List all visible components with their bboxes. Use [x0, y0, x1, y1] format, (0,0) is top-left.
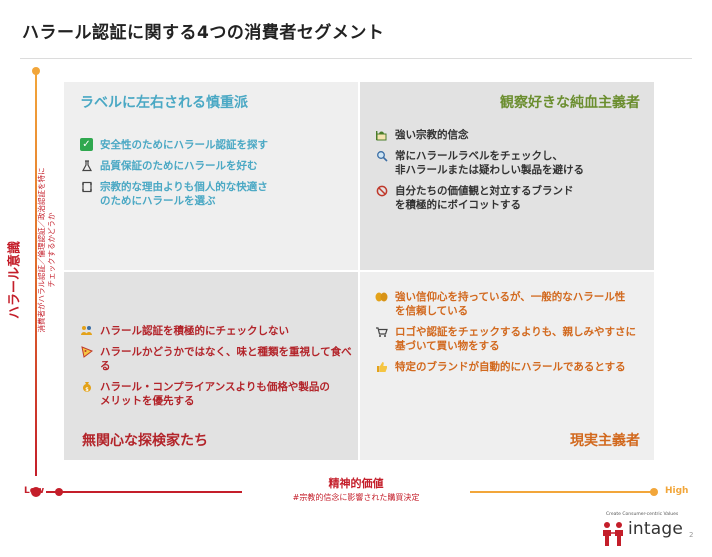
- x-axis-low-dot: [55, 488, 63, 496]
- list-item: ✓ 安全性のためにハラール認証を探す: [80, 138, 268, 152]
- list-item: 特定のブランドが自動的にハラールであるとする: [375, 360, 636, 374]
- x-axis-sublabel: #宗教的信念に影響された購買決定: [292, 493, 420, 502]
- coin-bag-icon: $: [80, 380, 93, 393]
- intage-logo-icon: [600, 520, 626, 548]
- mosque-icon: [375, 128, 388, 141]
- list-item: ハラール認証を積極的にチェックしない: [80, 324, 358, 338]
- x-axis-high-dot: [650, 488, 658, 496]
- prohibited-icon: [375, 184, 388, 197]
- item-text: ハラールかどうかではなく、味と種類を重視して食べる: [100, 346, 352, 372]
- y-axis-high-dot: [32, 67, 40, 75]
- quadrant-label-purist: 観察好きな純血主義者 強い宗教的信念 常にハラールラベルをチェックし、 非ハラー…: [360, 82, 654, 270]
- logo-text: intage: [628, 519, 684, 539]
- item-text: 自分たちの価値観と対立するブランド を積極的にボイコットする: [395, 185, 574, 211]
- list-item: ハラールかどうかではなく、味と種類を重視して食べる: [80, 345, 358, 373]
- y-axis-label: ハラール意識: [7, 240, 23, 320]
- list-item: 強い信仰心を持っているが、一般的なハラール性 を信頼している: [375, 290, 636, 318]
- quadrant-items: ハラール認証を積極的にチェックしない ハラールかどうかではなく、味と種類を重視し…: [80, 324, 358, 415]
- thumbs-up-icon: [375, 360, 388, 373]
- item-text: 宗教的な理由よりも個人的な快適さ のためにハラールを選ぶ: [100, 181, 268, 207]
- item-text: ハラール認証を積極的にチェックしない: [100, 325, 289, 337]
- quadrant-title: 観察好きな純血主義者: [500, 95, 640, 111]
- praying-hands-icon: [375, 290, 388, 303]
- x-axis-label: 精神的価値: [328, 477, 384, 490]
- x-axis-line-high: [470, 491, 654, 493]
- item-text: 品質保証のためにハラールを好む: [100, 160, 258, 172]
- item-text: 特定のブランドが自動的にハラールであるとする: [395, 361, 626, 373]
- item-text: 安全性のためにハラール認証を探す: [100, 139, 268, 151]
- x-axis-low-label: Low: [24, 486, 45, 496]
- list-item: 自分たちの価値観と対立するブランド を積極的にボイコットする: [375, 184, 584, 212]
- svg-text:$: $: [85, 387, 89, 393]
- magnifier-icon: [375, 149, 388, 162]
- item-text: 強い信仰心を持っているが、一般的なハラール性 を信頼している: [395, 291, 626, 317]
- quadrant-items: ✓ 安全性のためにハラール認証を探す 品質保証のためにハラールを好む 宗教的な理…: [80, 138, 268, 215]
- list-item: 常にハラールラベルをチェックし、 非ハラールまたは疑わしい製品を避ける: [375, 149, 584, 177]
- item-text: ロゴや認証をチェックするよりも、親しみやすさに 基づいて買い物をする: [395, 326, 636, 352]
- quadrant-items: 強い信仰心を持っているが、一般的なハラール性 を信頼している ロゴや認証をチェッ…: [375, 290, 636, 381]
- flask-icon: [80, 159, 93, 172]
- page-number: 2: [689, 531, 694, 539]
- quadrant-label-pragmatist: 強い信仰心を持っているが、一般的なハラール性 を信頼している ロゴや認証をチェッ…: [360, 272, 654, 460]
- logo-tagline: Create Consumer-centric Values: [606, 512, 679, 517]
- item-text: 強い宗教的信念: [395, 129, 469, 141]
- x-axis-line-low: [46, 491, 242, 493]
- list-item: $ ハラール・コンプライアンスよりも価格や製品の メリットを優先する: [80, 380, 358, 408]
- item-text: ハラール・コンプライアンスよりも価格や製品の メリットを優先する: [100, 381, 330, 407]
- check-icon: ✓: [80, 138, 93, 151]
- list-item: ロゴや認証をチェックするよりも、親しみやすさに 基づいて買い物をする: [375, 325, 636, 353]
- list-item: 宗教的な理由よりも個人的な快適さ のためにハラールを選ぶ: [80, 180, 268, 208]
- quadrant-title: 無関心な探検家たち: [82, 433, 208, 449]
- cart-icon: [375, 325, 388, 338]
- title-divider: [20, 58, 692, 59]
- axis-origin-dot: [31, 487, 41, 497]
- quadrant-items: 強い宗教的信念 常にハラールラベルをチェックし、 非ハラールまたは疑わしい製品を…: [375, 128, 584, 219]
- y-axis-line: [35, 72, 37, 476]
- slide-title: ハラール認証に関する4つの消費者セグメント: [22, 23, 385, 43]
- y-axis-sublabel: 消費者がハラル認証／倫理認証／政治認証を特に チェックするかどうか: [37, 167, 56, 333]
- people-icon: [80, 324, 93, 337]
- document-icon: [80, 180, 93, 193]
- list-item: 品質保証のためにハラールを好む: [80, 159, 268, 173]
- quadrant-label-cautious: ラベルに左右される慎重派 ✓ 安全性のためにハラール認証を探す 品質保証のために…: [64, 82, 358, 270]
- quadrant-title: 現実主義者: [570, 433, 640, 449]
- quadrant-label-explorer: ハラール認証を積極的にチェックしない ハラールかどうかではなく、味と種類を重視し…: [64, 272, 358, 460]
- x-axis-high-label: High: [665, 486, 689, 496]
- quadrant-title: ラベルに左右される慎重派: [80, 95, 248, 111]
- list-item: 強い宗教的信念: [375, 128, 584, 142]
- item-text: 常にハラールラベルをチェックし、 非ハラールまたは疑わしい製品を避ける: [395, 150, 584, 176]
- pizza-icon: [80, 345, 93, 358]
